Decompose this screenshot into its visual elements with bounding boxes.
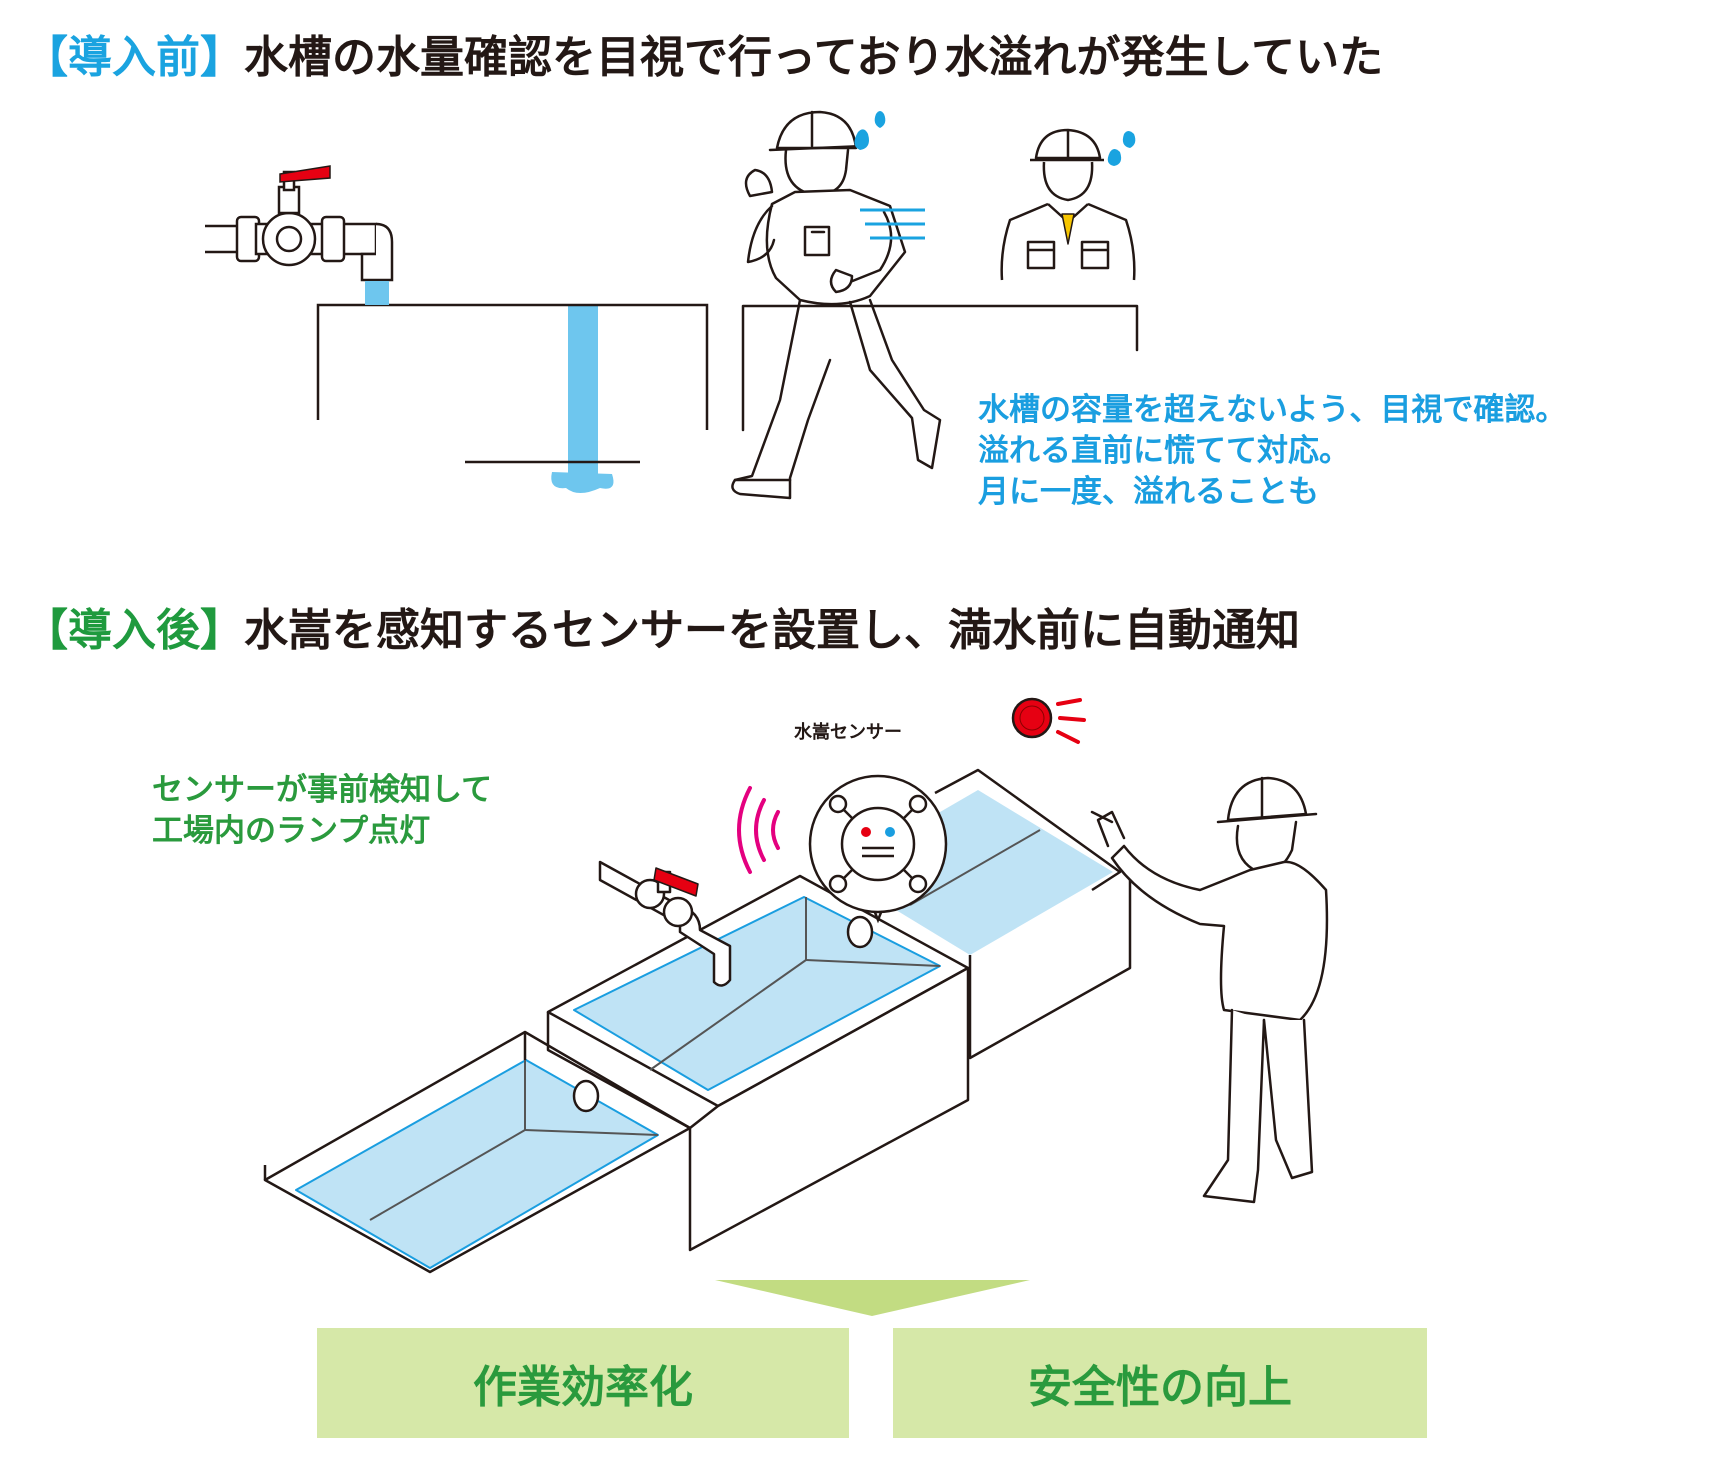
after-tag: 【導入後】 — [24, 605, 244, 656]
worker-standing-icon — [1000, 128, 1136, 281]
sensor-label: 水嵩センサー — [794, 722, 902, 743]
before-note: 水槽の容量を超えないよう、目視で確認。 溢れる直前に慌てて対応。 月に一度、溢れ… — [978, 390, 1566, 513]
before-title: 水槽の水量確認を目視で行っており水溢れが発生していた — [244, 32, 1384, 83]
before-tag: 【導入前】 — [24, 32, 244, 83]
benefit-safety: 安全性の向上 — [893, 1328, 1427, 1438]
worker-pointing-icon — [1090, 776, 1329, 1204]
worker-running-icon — [731, 110, 1139, 500]
after-note-line-1: センサーが事前検知して — [152, 772, 493, 808]
after-note: センサーが事前検知して 工場内のランプ点灯 — [152, 770, 492, 852]
sweat-drops-icon — [854, 111, 886, 150]
after-title: 水嵩を感知するセンサーを設置し、満水前に自動通知 — [244, 605, 1300, 656]
signal-waves-icon — [737, 786, 780, 874]
faucet-icon-after — [598, 860, 732, 987]
faucet-icon — [205, 165, 394, 305]
down-arrow-icon — [715, 1280, 1030, 1316]
tank-right — [835, 768, 1132, 1060]
before-note-line-3: 月に一度、溢れることも — [978, 474, 1319, 510]
after-note-line-2: 工場内のランプ点灯 — [152, 813, 431, 849]
before-tank — [316, 303, 709, 493]
tank-middle — [546, 874, 970, 1252]
before-note-line-1: 水槽の容量を超えないよう、目視で確認。 — [978, 392, 1567, 428]
alarm-lamp-icon — [1011, 697, 1086, 744]
after-heading: 【導入後】水嵩を感知するセンサーを設置し、満水前に自動通知 — [24, 603, 1300, 659]
motion-lines-icon — [860, 208, 925, 240]
sweat-drops-icon-2 — [1107, 131, 1136, 166]
tank-left — [263, 1030, 692, 1274]
benefit-efficiency: 作業効率化 — [317, 1328, 849, 1438]
water-level-sensor-icon — [808, 774, 948, 949]
before-note-line-2: 溢れる直前に慌てて対応。 — [978, 433, 1350, 469]
before-heading: 【導入前】水槽の水量確認を目視で行っており水溢れが発生していた — [24, 30, 1383, 86]
